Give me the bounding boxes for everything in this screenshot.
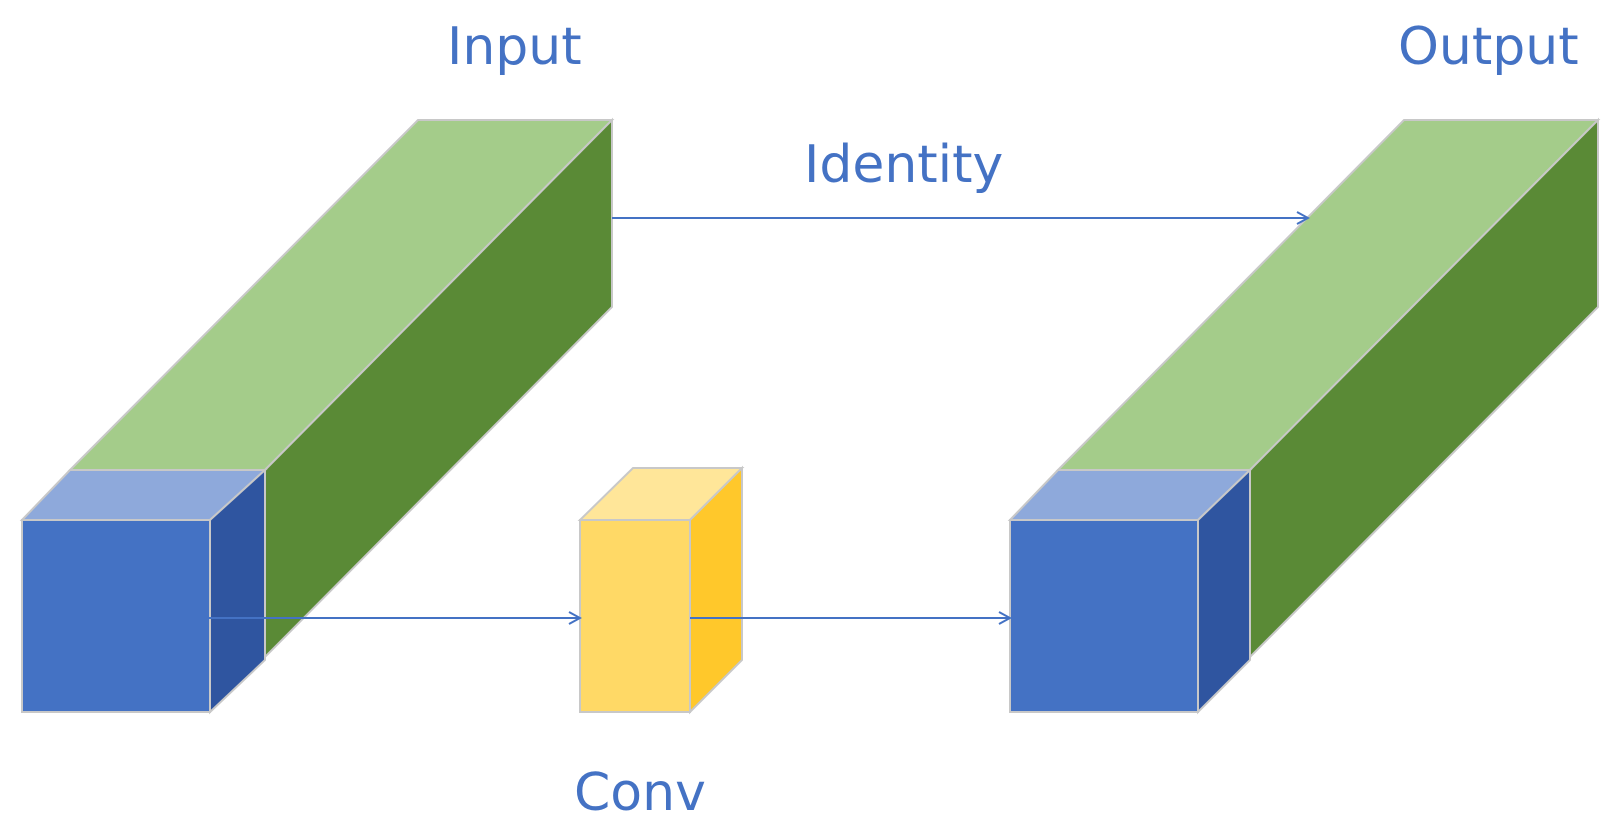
output-cube-front-face [1009, 519, 1199, 713]
input-label: Input [447, 17, 582, 77]
input-cube-front-face [21, 519, 211, 713]
conv-label: Conv [574, 763, 706, 823]
input-tensor [19, 117, 615, 715]
conv-block-front-face [579, 519, 691, 713]
input-channel-cube [19, 467, 268, 715]
output-label: Output [1398, 17, 1579, 77]
output-tensor [1007, 117, 1601, 715]
identity-label: Identity [804, 135, 1003, 195]
conv-block [577, 465, 745, 715]
output-channel-cube [1007, 467, 1253, 715]
